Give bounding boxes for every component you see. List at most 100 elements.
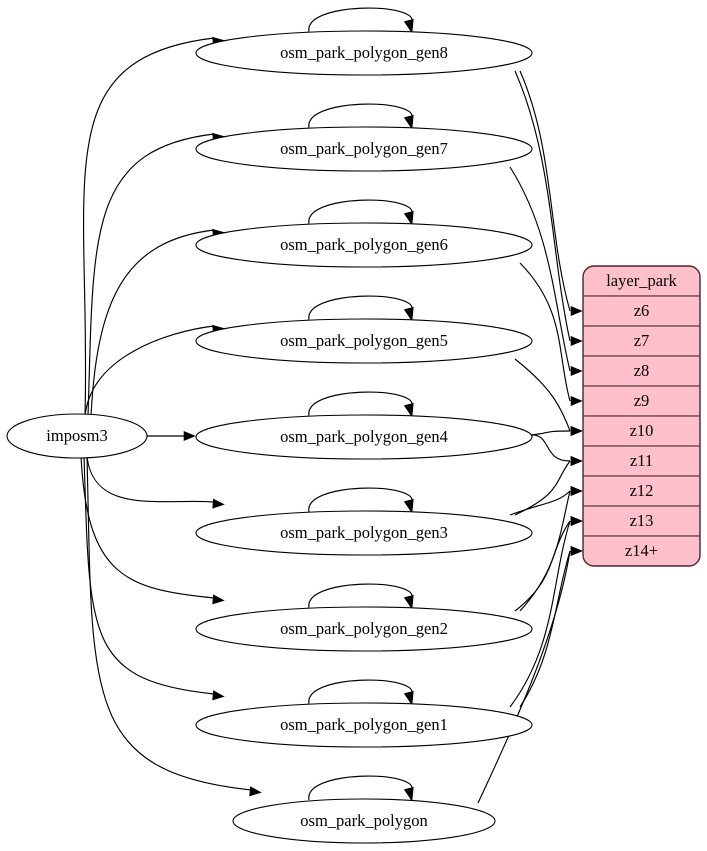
node-gen2[interactable]: osm_park_polygon_gen2 [195, 606, 533, 652]
arrowhead-selfloop-gen6 [403, 210, 414, 226]
table-row-label-z13: z13 [630, 511, 654, 530]
arrowhead-gen7-z8 [570, 365, 583, 377]
table-row-label-z12: z12 [630, 481, 654, 500]
node-gen1-label: osm_park_polygon_gen1 [280, 715, 448, 734]
node-gen7-label: osm_park_polygon_gen7 [280, 139, 448, 158]
edge-selfloop-gen5 [308, 295, 413, 321]
table-row-z12[interactable] [583, 475, 700, 507]
arrowhead-gen8-z7 [570, 335, 583, 347]
edge-base-to-z14+ [477, 550, 571, 804]
arrowhead-selfloop-gen1 [403, 690, 414, 706]
table-row-z11[interactable] [583, 445, 700, 477]
arrowhead-gen1-z13 [570, 515, 583, 527]
table-row-label-z9: z9 [634, 391, 650, 410]
arrowhead-selfloop-gen3 [403, 498, 414, 514]
node-imposm3[interactable]: imposm3 [6, 413, 148, 459]
arrowhead-selfloop-base [403, 786, 414, 802]
node-gen5-label: osm_park_polygon_gen5 [280, 331, 448, 350]
edge-selfloop-base [308, 775, 413, 801]
edge-gen8-to-z7 [514, 70, 571, 342]
node-gen4[interactable]: osm_park_polygon_gen4 [195, 414, 533, 460]
table-header-cell [583, 266, 700, 297]
edge-imposm3-to-gen3 [86, 455, 215, 503]
table-row-label-z6: z6 [634, 301, 650, 320]
node-gen3[interactable]: osm_park_polygon_gen3 [195, 510, 533, 556]
arrowhead-selfloop-gen5 [403, 306, 414, 322]
edge-imposm3-to-gen8 [83, 37, 215, 417]
node-gen5-shape[interactable] [195, 318, 533, 364]
node-gen7-shape[interactable] [195, 126, 533, 172]
node-gen6-label: osm_park_polygon_gen6 [280, 235, 448, 254]
arrowhead-gen2-z12 [570, 485, 583, 497]
node-gen6-shape[interactable] [195, 222, 533, 268]
arrowhead-selfloop-gen4 [403, 402, 414, 418]
edge-gen1-to-z13 [509, 520, 571, 708]
node-gen2-label: osm_park_polygon_gen2 [280, 619, 448, 638]
node-gen1-shape[interactable] [195, 702, 533, 748]
node-gen3-shape[interactable] [195, 510, 533, 556]
table-row-z14+[interactable] [583, 535, 700, 566]
node-imposm3-shape[interactable] [6, 413, 148, 459]
node-gen8[interactable]: osm_park_polygon_gen8 [195, 30, 533, 76]
edge-imposm3-to-gen1 [83, 455, 215, 695]
table-row-z9[interactable] [583, 385, 700, 417]
arrowhead-imposm3-base [249, 786, 262, 797]
node-gen6[interactable]: osm_park_polygon_gen6 [195, 222, 533, 268]
edge-imposm3-to-gen5 [84, 325, 215, 417]
table-row-z7[interactable] [583, 325, 700, 357]
node-gen2-shape[interactable] [195, 606, 533, 652]
edge-selfloop-gen8 [308, 7, 413, 33]
edge-layer [80, 7, 583, 804]
arrowhead-imposm3-gen1 [212, 690, 225, 701]
edge-gen3-to-z12 [509, 490, 571, 516]
edge-selfloop-gen4 [308, 391, 413, 417]
table-row-label-z11: z11 [630, 451, 653, 470]
table-row-z6[interactable] [583, 295, 700, 327]
table-outline [582, 265, 701, 567]
edge-imposm3-to-base [86, 455, 252, 791]
node-base-shape[interactable] [232, 798, 496, 844]
node-gen4-shape[interactable] [195, 414, 533, 460]
node-gen8-label: osm_park_polygon_gen8 [280, 43, 448, 62]
table-title: layer_park [606, 271, 677, 290]
arrowhead-imposm3-gen2 [212, 594, 225, 605]
node-gen5[interactable]: osm_park_polygon_gen5 [195, 318, 533, 364]
edge-gen2-to-z13 [514, 520, 571, 612]
edge-selfloop-gen2 [308, 583, 413, 609]
arrowhead-gen8-z6 [570, 305, 583, 317]
table-row-label-z8: z8 [634, 361, 650, 380]
arrowhead-base-z14+ [570, 545, 583, 557]
edge-gen8-to-z6 [519, 70, 571, 312]
node-base-label: osm_park_polygon [300, 811, 427, 830]
node-layer: imposm3 osm_park_polygon_gen8 osm_park_pol… [6, 30, 533, 844]
table-row-label-z7: z7 [634, 331, 650, 350]
edge-gen1-to-z14+ [519, 550, 571, 708]
arrowhead-selfloop-gen8 [403, 18, 414, 34]
node-base[interactable]: osm_park_polygon [232, 798, 496, 844]
edge-imposm3-to-gen7 [87, 133, 215, 417]
arrowhead-imposm3-gen4 [183, 430, 196, 442]
arrowhead-selfloop-gen2 [403, 594, 414, 610]
edge-imposm3-to-gen6 [90, 229, 215, 417]
edge-imposm3-to-gen2 [80, 455, 215, 599]
edge-selfloop-gen6 [308, 199, 413, 225]
arrowhead-gen6-z9 [570, 395, 583, 407]
edge-gen4-to-z10 [529, 430, 571, 436]
edge-gen6-to-z9 [519, 262, 571, 402]
arrowhead-gen4-z10 [570, 425, 583, 437]
table-row-label-z14+: z14+ [625, 541, 658, 560]
edge-selfloop-gen7 [308, 103, 413, 129]
edge-selfloop-gen1 [308, 679, 413, 705]
node-gen1[interactable]: osm_park_polygon_gen1 [195, 702, 533, 748]
edge-gen3-to-z11 [514, 460, 571, 516]
node-gen8-shape[interactable] [195, 30, 533, 76]
edge-gen4-to-z11 [529, 434, 571, 462]
edge-gen5-to-z10 [514, 358, 571, 432]
node-imposm3-label: imposm3 [46, 426, 107, 445]
node-gen7[interactable]: osm_park_polygon_gen7 [195, 126, 533, 172]
node-gen3-label: osm_park_polygon_gen3 [280, 523, 448, 542]
